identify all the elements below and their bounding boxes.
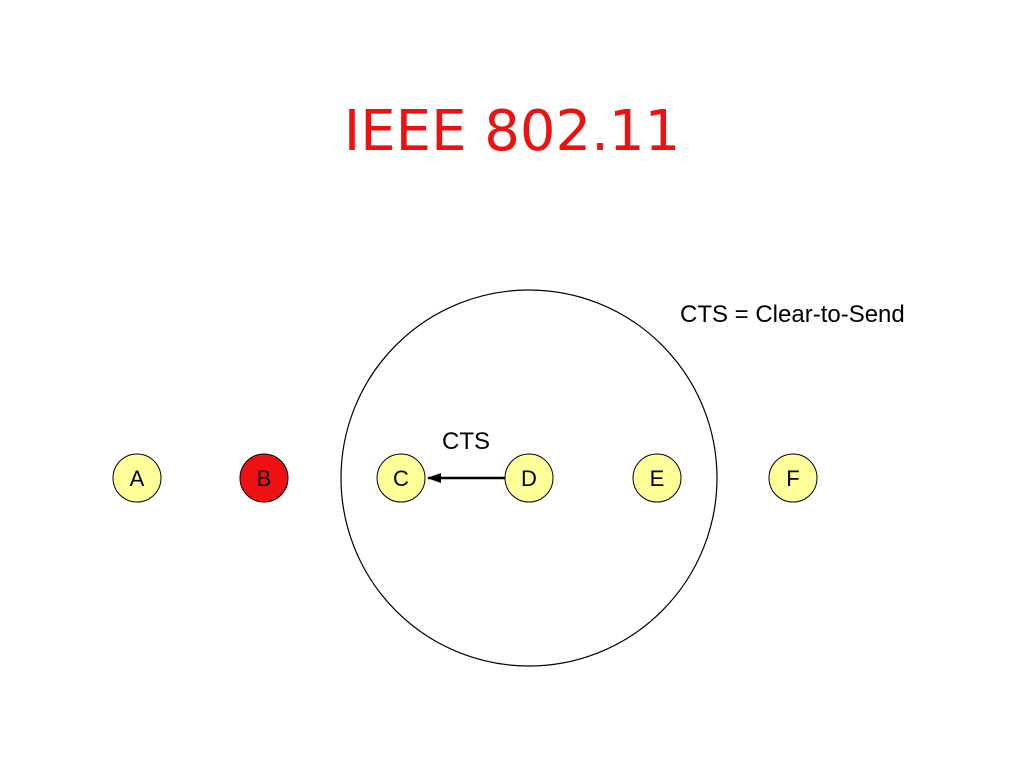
node-f-circle <box>768 453 818 503</box>
node-d-circle <box>504 453 554 503</box>
node-c-circle <box>376 453 426 503</box>
node-e-circle <box>632 453 682 503</box>
node-d: D <box>504 453 554 503</box>
node-d-label: D <box>521 466 537 491</box>
slide-title: IEEE 802.11 <box>343 99 681 164</box>
node-f: F <box>768 453 818 503</box>
node-e-label: E <box>650 466 665 491</box>
node-a-circle <box>112 453 162 503</box>
cts-definition-note: CTS = Clear-to-Send <box>680 301 905 328</box>
transmission-range-circle <box>340 289 718 667</box>
node-c: C <box>376 453 426 503</box>
node-c-label: C <box>393 466 409 491</box>
node-a: A <box>112 453 162 503</box>
cts-message-label: CTS <box>442 428 490 455</box>
node-e: E <box>632 453 682 503</box>
node-b: B <box>239 453 289 503</box>
node-f-label: F <box>786 466 799 491</box>
node-a-label: A <box>130 466 145 491</box>
node-b-circle <box>239 453 289 503</box>
node-b-label: B <box>257 466 272 491</box>
